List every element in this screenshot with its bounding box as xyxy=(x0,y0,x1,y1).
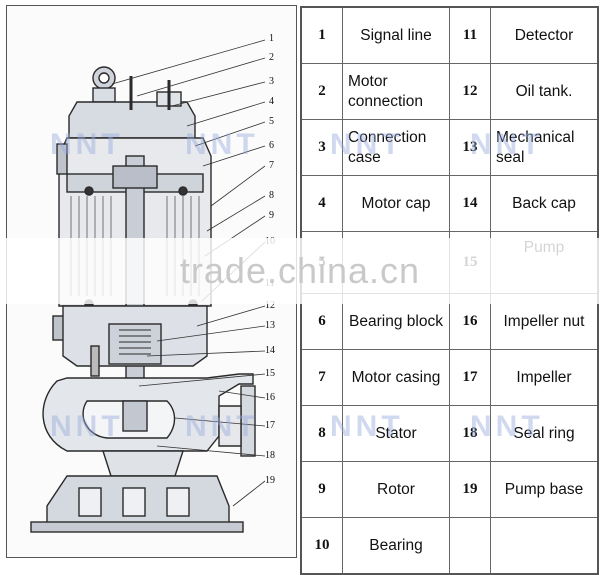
callout-17: 17 xyxy=(265,420,275,431)
callout-leader-lines xyxy=(111,39,266,507)
callout-numbers: 1 2 3 4 5 6 7 8 9 10 11 12 13 14 15 16 1… xyxy=(265,33,275,486)
table-row: 1 Signal line 11 Detector xyxy=(300,6,599,64)
callout-7: 7 xyxy=(269,160,274,171)
pump-drawing: 1 2 3 4 5 6 7 8 9 10 11 12 13 14 15 16 1… xyxy=(30,33,275,533)
part-name xyxy=(490,517,599,575)
callout-14: 14 xyxy=(265,345,275,356)
part-name: Detector xyxy=(490,6,599,64)
table-row: 4 Motor cap 14 Back cap xyxy=(300,175,599,232)
part-name: Connection case xyxy=(342,119,450,176)
callout-18: 18 xyxy=(265,450,275,461)
part-number: 19 xyxy=(449,461,491,518)
part-number: 16 xyxy=(449,293,491,350)
callout-12: 12 xyxy=(265,300,275,311)
part-number: 10 xyxy=(300,517,343,575)
part-name: Mechanical seal xyxy=(490,119,599,176)
part-number: 18 xyxy=(449,405,491,462)
part-number: 7 xyxy=(300,349,343,406)
callout-9: 9 xyxy=(269,210,274,221)
part-name: Pump xyxy=(490,231,599,294)
part-number: 9 xyxy=(300,461,343,518)
part-number: 3 xyxy=(300,119,343,176)
callout-1: 1 xyxy=(269,33,274,44)
part-number: 2 xyxy=(300,63,343,120)
part-name: Impeller nut xyxy=(490,293,599,350)
callout-13: 13 xyxy=(265,320,275,331)
part-number: 13 xyxy=(449,119,491,176)
part-number: 14 xyxy=(449,175,491,232)
callout-4: 4 xyxy=(269,96,274,107)
part-name: Bearing block xyxy=(342,293,450,350)
callout-8: 8 xyxy=(269,190,274,201)
part-name: Bearing xyxy=(342,517,450,575)
table-row: 8 Stator 18 Seal ring xyxy=(300,405,599,462)
table-row: 2 Motor connection 12 Oil tank. xyxy=(300,63,599,120)
part-number: 17 xyxy=(449,349,491,406)
part-number: 4 xyxy=(300,175,343,232)
callout-2: 2 xyxy=(269,52,274,63)
part-name: Motor casing xyxy=(342,349,450,406)
part-name: Motor cap xyxy=(342,175,450,232)
callout-6: 6 xyxy=(269,140,274,151)
callout-11: 11 xyxy=(265,278,275,289)
table-row: 10 Bearing xyxy=(300,517,599,575)
parts-legend-table: 1 Signal line 11 Detector 2 Motor connec… xyxy=(300,6,599,575)
part-number: 8 xyxy=(300,405,343,462)
part-name xyxy=(342,231,450,294)
callout-16: 16 xyxy=(265,392,275,403)
part-name: Oil tank. xyxy=(490,63,599,120)
pump-cross-section-diagram: 1 2 3 4 5 6 7 8 9 10 11 12 13 14 15 16 1… xyxy=(6,5,297,558)
part-name: Seal ring xyxy=(490,405,599,462)
part-number xyxy=(449,517,491,575)
part-number: 15 xyxy=(449,231,491,294)
part-name: Back cap xyxy=(490,175,599,232)
part-name: Signal line xyxy=(342,6,450,64)
table-row: 6 Bearing block 16 Impeller nut xyxy=(300,293,599,350)
callout-5: 5 xyxy=(269,116,274,127)
part-number: 11 xyxy=(449,6,491,64)
callout-19: 19 xyxy=(265,475,275,486)
part-name: Impeller xyxy=(490,349,599,406)
table-row: 5 15 Pump xyxy=(300,231,599,294)
table-row: 9 Rotor 19 Pump base xyxy=(300,461,599,518)
callout-3: 3 xyxy=(269,76,274,87)
callout-15: 15 xyxy=(265,368,275,379)
part-name: Motor connection xyxy=(342,63,450,120)
part-number: 6 xyxy=(300,293,343,350)
part-name: Pump base xyxy=(490,461,599,518)
part-number: 5 xyxy=(300,231,343,294)
part-number: 12 xyxy=(449,63,491,120)
table-row: 3 Connection case 13 Mechanical seal xyxy=(300,119,599,176)
callout-10: 10 xyxy=(265,236,275,247)
part-name: Rotor xyxy=(342,461,450,518)
part-number: 1 xyxy=(300,6,343,64)
part-name: Stator xyxy=(342,405,450,462)
table-row: 7 Motor casing 17 Impeller xyxy=(300,349,599,406)
